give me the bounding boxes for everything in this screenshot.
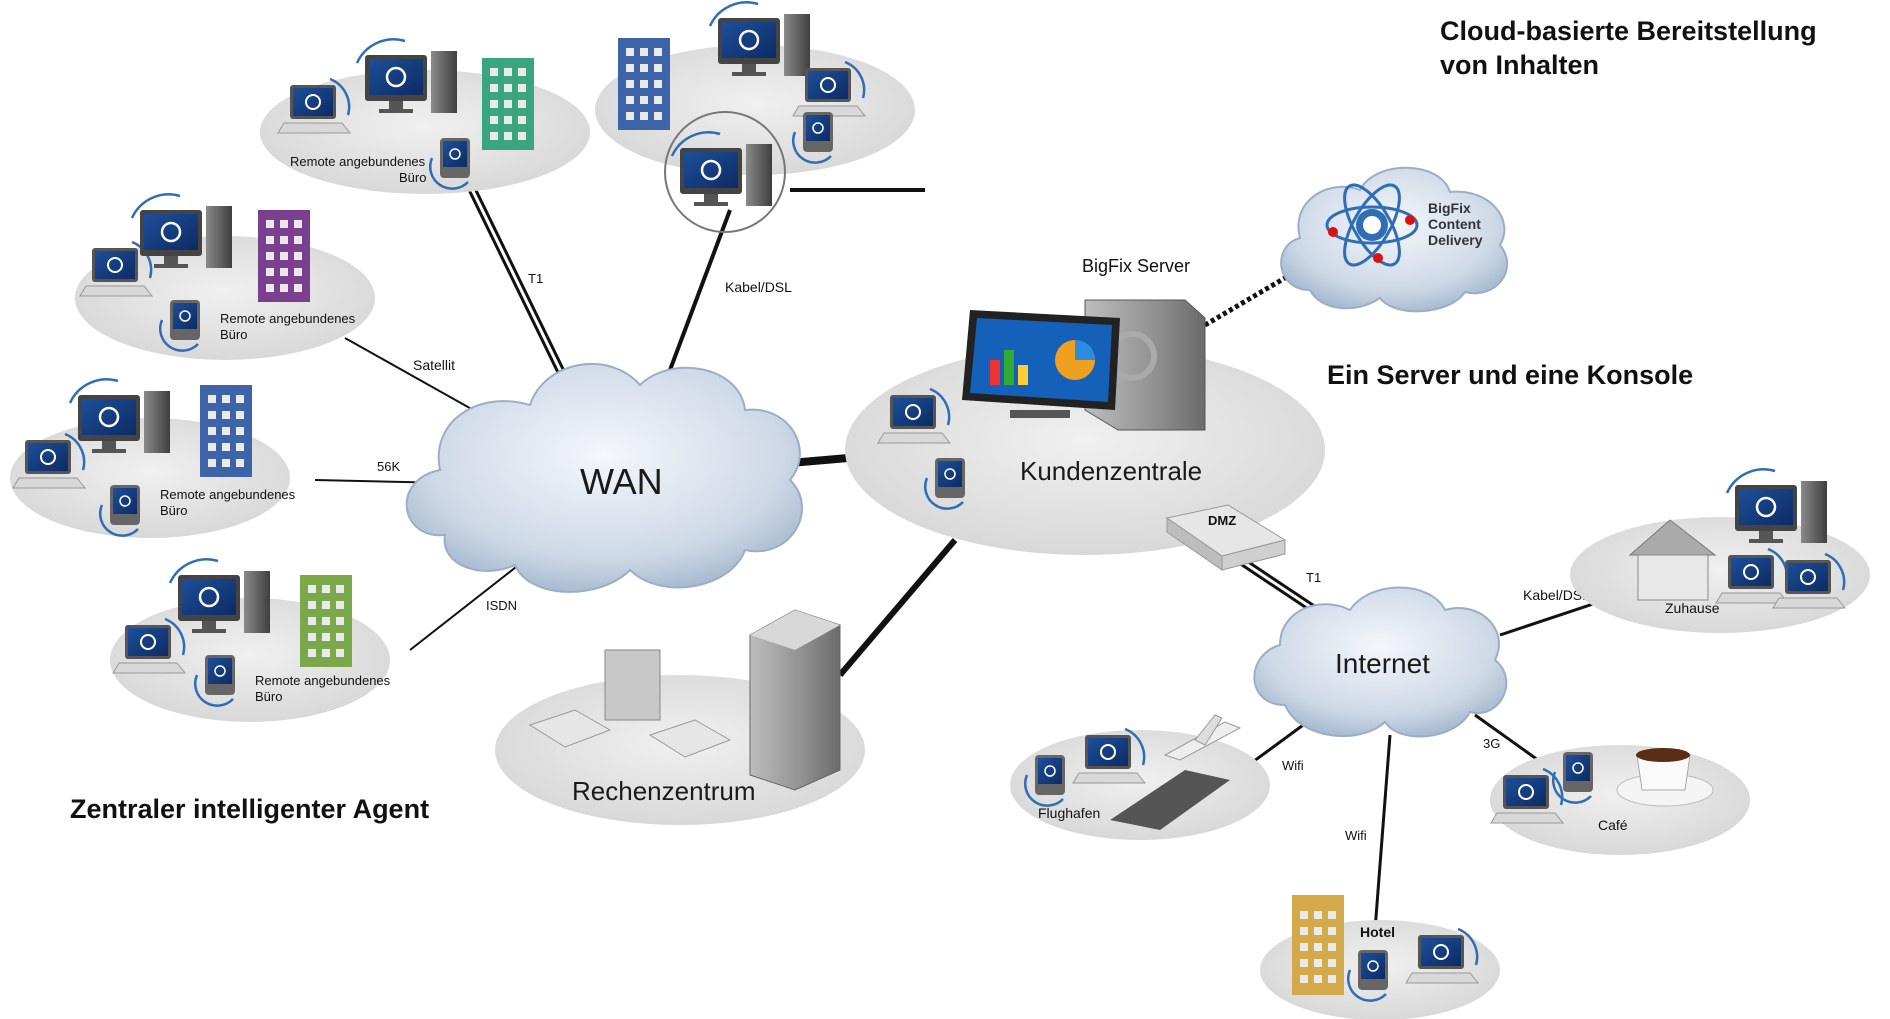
link-kabel-wan — [668, 209, 732, 371]
building-icon — [200, 385, 252, 477]
internet-label: Internet — [1335, 648, 1430, 679]
central-agent-heading: Zentraler intelligenter Agent — [70, 794, 430, 824]
console-monitor-icon — [962, 310, 1120, 418]
data-center: Rechenzentrum — [528, 609, 841, 806]
dmz-label: DMZ — [1208, 513, 1236, 528]
airport-label: Flughafen — [1038, 805, 1100, 821]
link-label-kabel-dsl-home: Kabel/DSL — [1523, 587, 1590, 603]
building-icon — [482, 58, 534, 150]
link-label-wifi-hotel: Wifi — [1345, 828, 1367, 843]
cloud-delivery-heading-line-2: von Inhalten — [1440, 50, 1600, 80]
link-label-56k: 56K — [377, 459, 400, 474]
cafe-location: Café — [1489, 748, 1714, 833]
customer-hq-label: Kundenzentrale — [1020, 456, 1202, 486]
blade-server-icon — [604, 649, 661, 721]
link-internet-cafe — [1474, 713, 1546, 767]
content-delivery-cloud: BigFix Content Delivery — [1280, 166, 1509, 313]
link-label-isdn: ISDN — [486, 598, 517, 613]
airport-location: Flughafen — [1023, 714, 1242, 830]
link-label-wifi-airport: Wifi — [1282, 758, 1304, 773]
link-internet-hotel — [1373, 734, 1392, 931]
remote-office-4: Remote angebundenes Büro — [111, 558, 391, 707]
highlight-circle — [664, 111, 786, 233]
remote-office-3-label-1: Remote angebundenes — [160, 487, 296, 502]
cafe-label: Café — [1598, 817, 1628, 833]
house-icon — [1628, 519, 1717, 601]
cdn-label-3: Delivery — [1428, 232, 1483, 248]
customer-hq: BigFix Server Kundenzentrale DMZ — [876, 256, 1287, 571]
remote-office-3-label-2: Büro — [160, 503, 187, 518]
top-office — [618, 1, 867, 233]
cloud-delivery-heading-line-1: Cloud-basierte Bereitstellung — [1440, 16, 1817, 46]
cdn-label-1: BigFix — [1428, 200, 1471, 216]
cloud-delivery-heading: Cloud-basierte Bereitstellung von Inhalt… — [1440, 14, 1817, 82]
bigfix-atom-icon — [1325, 183, 1419, 267]
remote-office-3: Remote angebundenes Büro — [11, 378, 296, 537]
bigfix-server-label: BigFix Server — [1082, 256, 1190, 276]
link-label-satellit: Satellit — [413, 357, 455, 373]
remote-office-4-label-1: Remote angebundenes — [255, 673, 391, 688]
wan-label: WAN — [580, 461, 663, 502]
remote-office-1: Remote angebundenes Büro — [276, 38, 534, 190]
link-label-t1-wan: T1 — [528, 271, 543, 286]
remote-office-2-label-2: Büro — [220, 327, 247, 342]
home-location: Zuhause — [1628, 468, 1847, 616]
link-label-3g: 3G — [1483, 736, 1500, 751]
link-label-t1-internet: T1 — [1306, 570, 1321, 585]
building-icon — [258, 210, 310, 302]
remote-office-1-label-2: Büro — [399, 170, 426, 185]
runway-icon — [1110, 770, 1230, 830]
hotel-label: Hotel — [1360, 924, 1395, 940]
home-label: Zuhause — [1665, 600, 1720, 616]
link-hq-datacenter — [837, 538, 958, 677]
building-icon — [618, 38, 670, 130]
cdn-label-2: Content — [1428, 216, 1481, 232]
link-isdn — [409, 559, 526, 651]
server-console-heading: Ein Server und eine Konsole — [1327, 360, 1694, 390]
remote-office-2-label-1: Remote angebundenes — [220, 311, 356, 326]
remote-office-1-label-1: Remote angebundenes — [290, 154, 426, 169]
platform-airport — [1010, 730, 1270, 840]
airplane-icon — [1163, 714, 1242, 761]
dmz-appliance-icon — [1165, 504, 1287, 571]
appliance-icon — [528, 709, 732, 758]
coffee-cup-icon — [1616, 748, 1714, 807]
internet-cloud: Internet — [1253, 586, 1508, 738]
wan-cloud: WAN — [405, 363, 803, 593]
platforms — [10, 45, 1870, 1019]
building-icon — [300, 575, 352, 667]
server-rack-icon — [749, 609, 841, 791]
hotel-location: Hotel — [1292, 895, 1480, 1002]
remote-office-2: Remote angebundenes Büro — [78, 193, 356, 352]
link-label-kabel-dsl-wan: Kabel/DSL — [725, 279, 792, 295]
remote-office-4-label-2: Büro — [255, 689, 282, 704]
data-center-label: Rechenzentrum — [572, 776, 756, 806]
building-icon — [1292, 895, 1344, 995]
link-server-cdn — [1203, 272, 1292, 328]
